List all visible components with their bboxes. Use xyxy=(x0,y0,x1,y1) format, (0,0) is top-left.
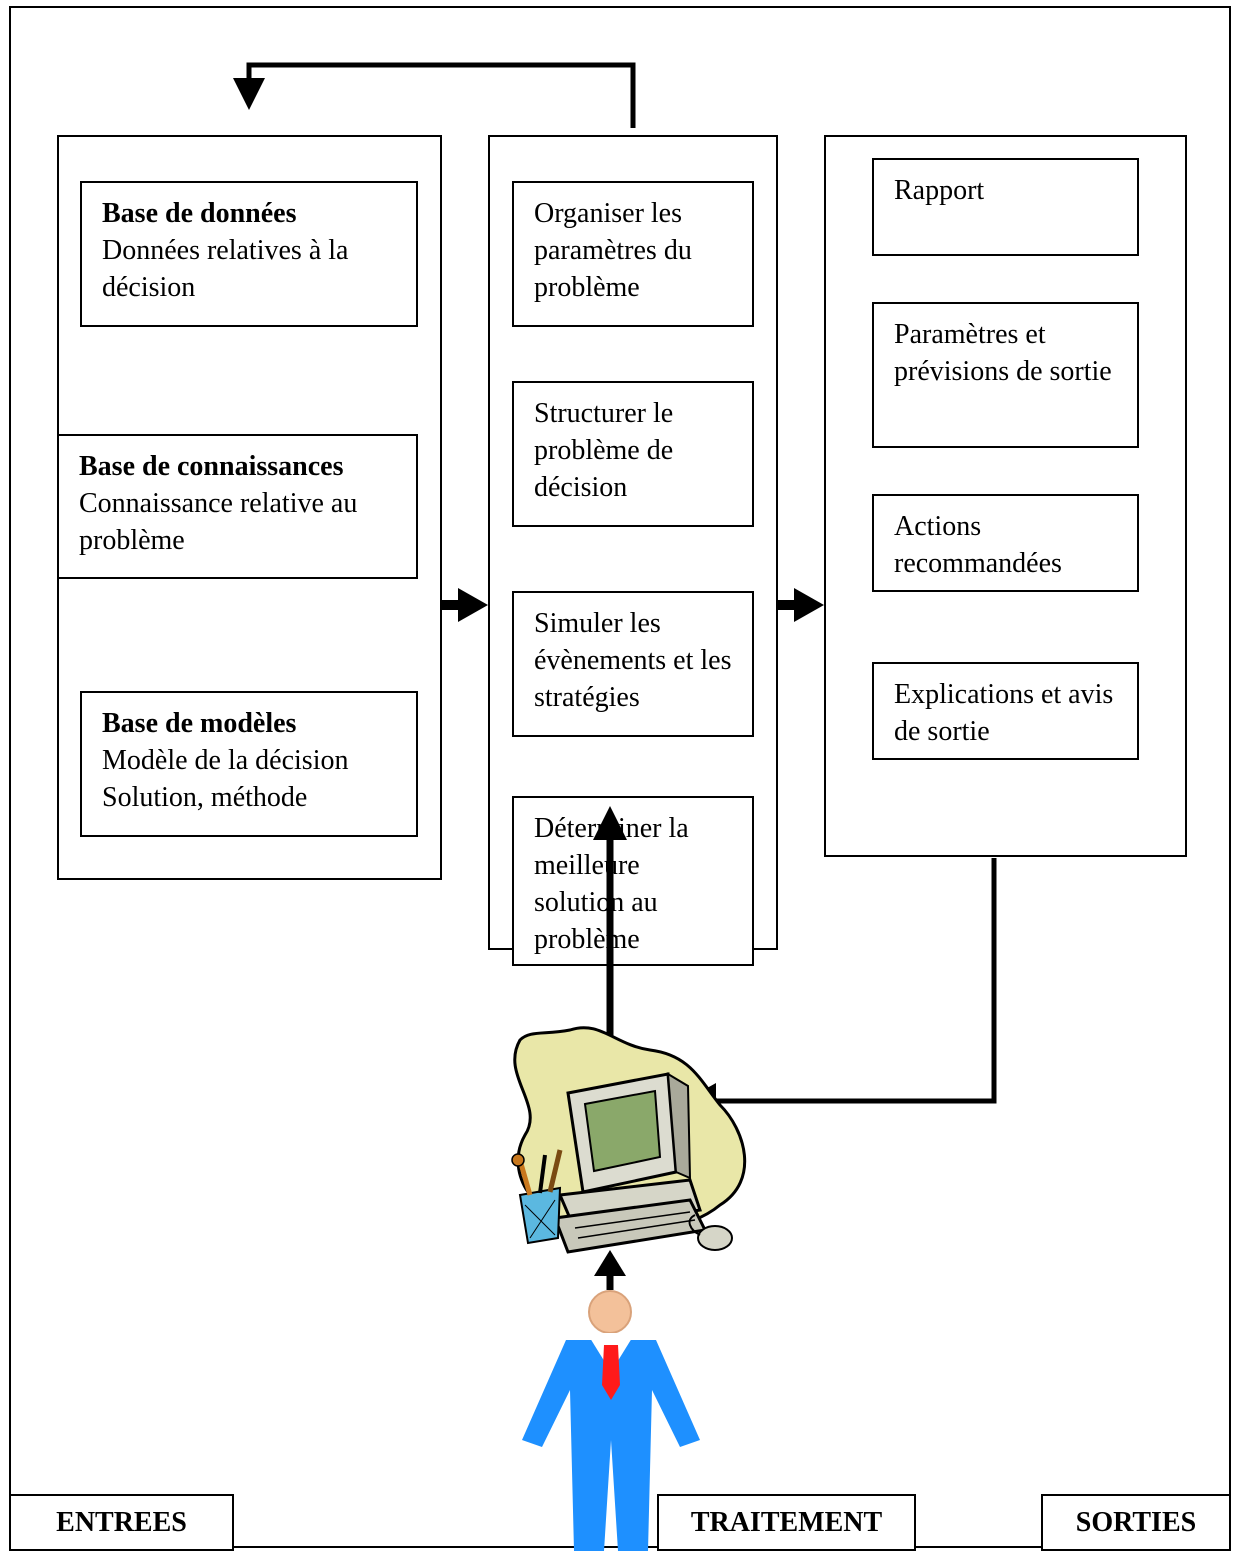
model-base-title: Base de modèles xyxy=(102,708,297,739)
database-text: Données relatives à la décision xyxy=(102,235,349,303)
arrow-computer-to-processing xyxy=(593,806,627,1065)
output-item-3: Actions recommandées xyxy=(872,494,1139,592)
processing-step-4-text: Déterminer la meilleure solution au prob… xyxy=(534,813,689,955)
processing-step-1-text: Organiser les paramètres du problème xyxy=(534,198,692,303)
processing-step-2-text: Structurer le problème de décision xyxy=(534,398,674,503)
database-title: Base de données xyxy=(102,198,297,229)
knowledge-base-box: Base de connaissances Connaissance relat… xyxy=(57,434,418,579)
computer-icon xyxy=(511,1026,747,1254)
knowledge-base-text: Connaissance relative au problème xyxy=(79,488,358,556)
label-entrees: ENTREES xyxy=(9,1494,234,1551)
label-traitement: TRAITEMENT xyxy=(657,1494,916,1551)
label-sorties-text: SORTIES xyxy=(1075,1506,1197,1538)
output-item-4-text: Explications et avis de sortie xyxy=(894,679,1114,747)
arrow-outputs-to-computer xyxy=(684,858,997,1119)
processing-step-1: Organiser les paramètres du problème xyxy=(512,181,754,327)
label-traitement-text: TRAITEMENT xyxy=(690,1506,883,1538)
model-base-text: Modèle de la décision Solution, méthode xyxy=(102,745,349,813)
model-base-box: Base de modèles Modèle de la décision So… xyxy=(80,691,418,837)
knowledge-base-title: Base de connaissances xyxy=(79,451,344,482)
processing-step-3-text: Simuler les évènements et les stratégies xyxy=(534,608,732,713)
arrow-inputs-to-processing xyxy=(442,588,488,622)
arrow-processing-to-outputs xyxy=(778,588,824,622)
feedback-arrow xyxy=(233,62,636,128)
processing-step-4: Déterminer la meilleure solution au prob… xyxy=(512,796,754,966)
output-item-2: Paramètres et prévisions de sortie xyxy=(872,302,1139,448)
arrow-user-to-computer xyxy=(594,1250,626,1290)
output-item-1: Rapport xyxy=(872,158,1139,256)
processing-step-3: Simuler les évènements et les stratégies xyxy=(512,591,754,737)
output-item-1-text: Rapport xyxy=(894,175,985,206)
output-item-4: Explications et avis de sortie xyxy=(872,662,1139,760)
label-sorties: SORTIES xyxy=(1041,1494,1231,1551)
output-item-3-text: Actions recommandées xyxy=(894,511,1062,579)
database-box: Base de données Données relatives à la d… xyxy=(80,181,418,327)
label-entrees-text: ENTREES xyxy=(56,1506,187,1538)
processing-step-2: Structurer le problème de décision xyxy=(512,381,754,527)
user-icon xyxy=(522,1290,700,1551)
output-item-2-text: Paramètres et prévisions de sortie xyxy=(894,319,1112,387)
